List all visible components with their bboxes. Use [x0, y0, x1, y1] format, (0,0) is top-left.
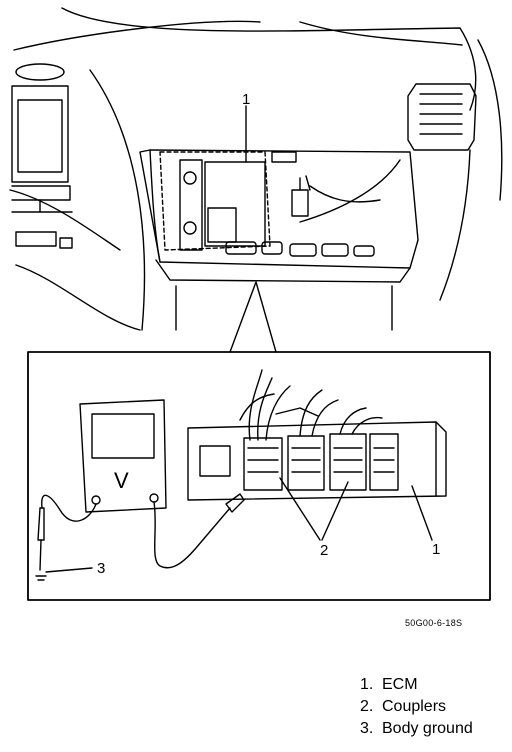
- dashboard-view: [9, 7, 503, 353]
- legend-number: 3.: [360, 720, 374, 737]
- legend-number: 2.: [360, 698, 374, 715]
- callout-couplers: 2: [320, 542, 329, 559]
- legend-text: Couplers: [382, 698, 447, 715]
- leader-couplers-b: [321, 481, 349, 541]
- voltmeter-symbol: V: [114, 468, 129, 493]
- voltmeter: [79, 399, 167, 513]
- body-ground: [35, 567, 93, 581]
- wire-harness: [239, 369, 383, 441]
- legend-number: 1.: [360, 676, 374, 693]
- leader-body-ground: [45, 567, 93, 573]
- legend: 1. ECM 2. Couplers 3. Body ground: [360, 674, 473, 740]
- legend-item-ecm: 1. ECM: [360, 674, 473, 696]
- figure-code: 50G00-6-18S: [405, 618, 463, 628]
- leader-ecm-inset: [411, 485, 433, 541]
- inset-panel: [27, 351, 491, 601]
- legend-text: ECM: [382, 676, 418, 693]
- test-leads: [37, 493, 245, 571]
- legend-item-couplers: 2. Couplers: [360, 696, 473, 718]
- callout-ecm-inset: 1: [432, 541, 441, 558]
- legend-text: Body ground: [382, 720, 473, 737]
- callout-leaders: [279, 477, 433, 541]
- ecm-unit: [187, 421, 447, 501]
- callout-ecm-top: 1: [242, 91, 251, 108]
- callout-body-ground: 3: [97, 560, 106, 577]
- legend-item-body-ground: 3. Body ground: [360, 718, 473, 740]
- leader-couplers-a: [279, 477, 321, 541]
